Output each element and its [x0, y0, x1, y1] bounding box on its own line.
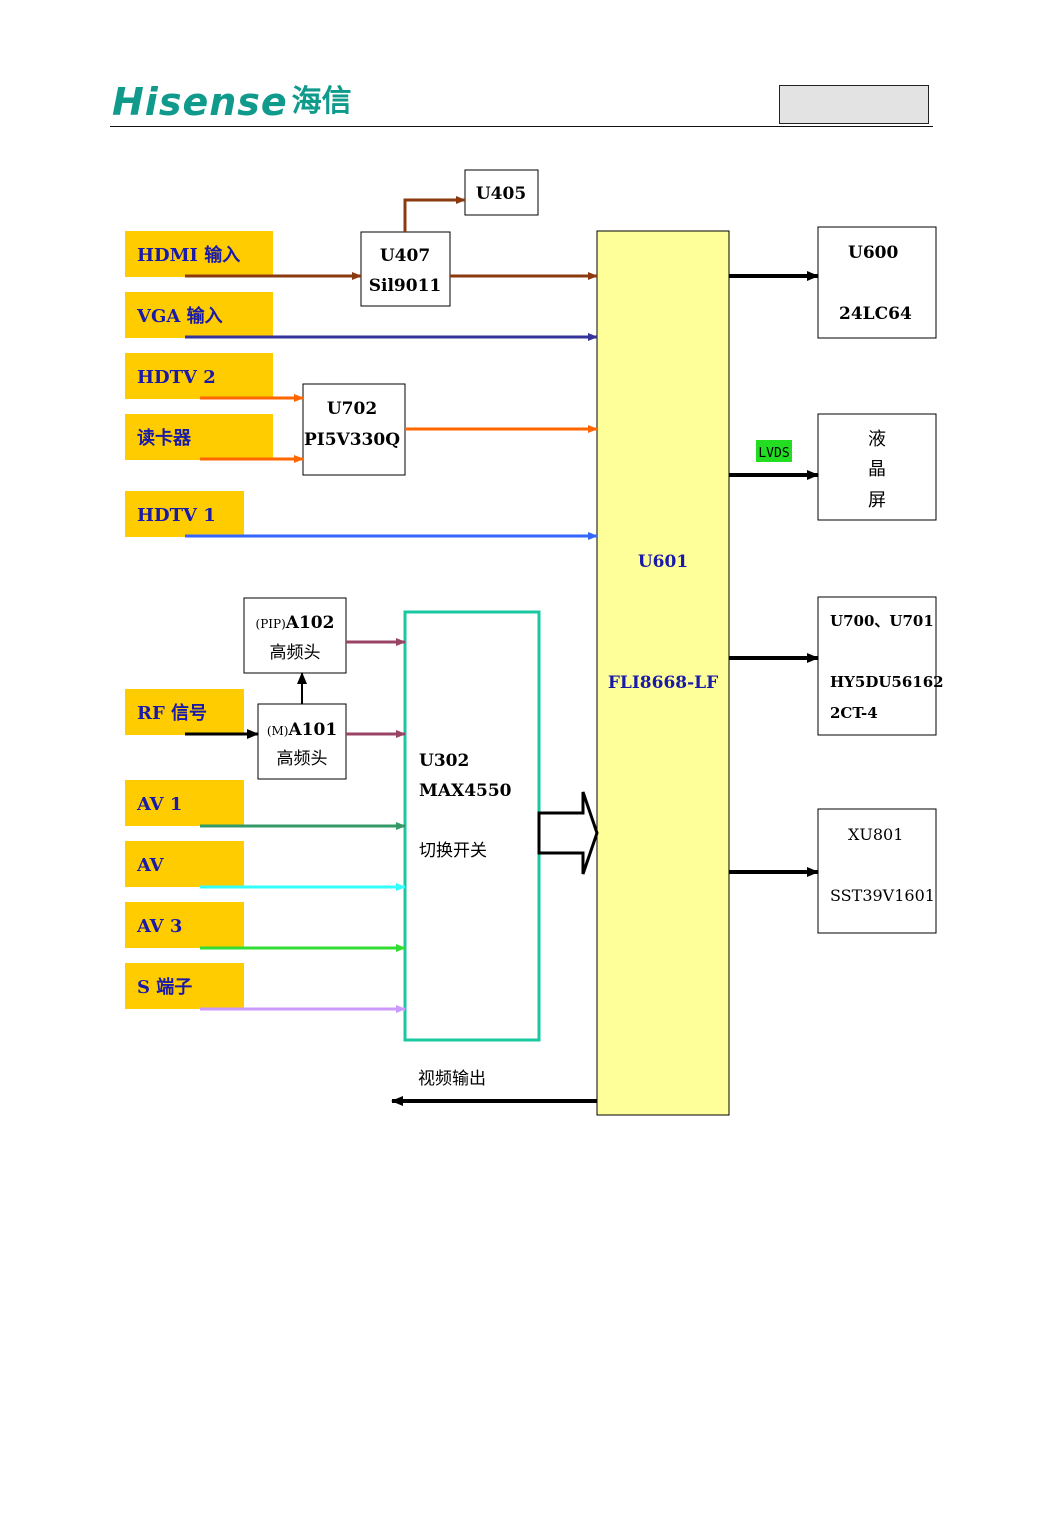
u407-to-u405-arrow: [405, 200, 465, 232]
vga-input-label: VGA 输入: [136, 305, 223, 327]
av-input-label: AV: [136, 855, 165, 876]
av3-input-label: AV 3: [136, 916, 182, 937]
u405-block: U405: [465, 170, 538, 215]
u407-part: Sil9011: [369, 276, 442, 296]
a102-name: A102: [285, 613, 335, 633]
u702-part: PI5V330Q: [304, 430, 400, 450]
u600-eeprom-block: U600 24LC64: [818, 227, 936, 338]
u601-name: U601: [638, 552, 688, 572]
hdtv1-input-label: HDTV 1: [137, 505, 216, 526]
lvds-label: LVDS: [758, 446, 789, 461]
a102-desc: 高频头: [270, 643, 321, 663]
u700-part: HY5DU56162: [830, 673, 944, 691]
u302-part: MAX4550: [419, 781, 512, 801]
a101-desc: 高频头: [277, 749, 328, 769]
lvds-tag: LVDS: [756, 440, 792, 462]
hdtv2-input-label: HDTV 2: [137, 367, 216, 388]
u302-desc: 切换开关: [419, 841, 487, 861]
u702-block: U702 PI5V330Q: [303, 384, 405, 475]
a102-tuner-block: (PIP)A102 高频头: [244, 598, 346, 673]
u405-label: U405: [476, 184, 526, 204]
u302-to-u601-block-arrow: [539, 792, 597, 874]
u600-part: 24LC64: [839, 304, 912, 324]
a101-tuner-block: (M)A101 高频头: [258, 704, 346, 779]
u302-name: U302: [419, 751, 469, 771]
u700-part-suffix: 2CT-4: [830, 704, 878, 722]
lcd-char-2: 晶: [868, 459, 886, 480]
s-terminal-input-label: S 端子: [137, 977, 192, 998]
u702-name: U702: [327, 399, 377, 419]
xu801-flash-block: XU801 SST39V1601: [818, 809, 936, 933]
video-out-label: 视频输出: [418, 1069, 486, 1089]
av1-input-label: AV 1: [136, 794, 182, 815]
u700-name: U700、U701: [830, 612, 934, 630]
xu801-name: XU801: [848, 825, 903, 844]
card-reader-input-label: 读卡器: [137, 427, 192, 449]
u600-name: U600: [848, 243, 898, 263]
u601-part: FLI8668-LF: [608, 673, 718, 693]
a101-prefix: (M): [267, 724, 289, 738]
rf-input-label: RF 信号: [137, 702, 207, 724]
u407-name: U407: [380, 246, 430, 266]
a102-prefix: (PIP): [256, 617, 286, 631]
lcd-char-1: 液: [868, 429, 886, 450]
lcd-char-3: 屏: [868, 490, 886, 511]
lcd-panel-block: 液 晶 屏: [818, 414, 936, 520]
u601-main-chip-block: U601 FLI8668-LF: [597, 231, 729, 1115]
a101-name: A101: [287, 720, 337, 740]
u302-switch-block: U302 MAX4550 切换开关: [405, 612, 539, 1040]
hdmi-input-label: HDMI 输入: [137, 244, 240, 266]
u700-ddr-block: U700、U701 HY5DU56162 2CT-4: [818, 597, 944, 735]
u407-block: U407 Sil9011: [361, 232, 450, 306]
xu801-part: SST39V1601: [830, 886, 935, 905]
